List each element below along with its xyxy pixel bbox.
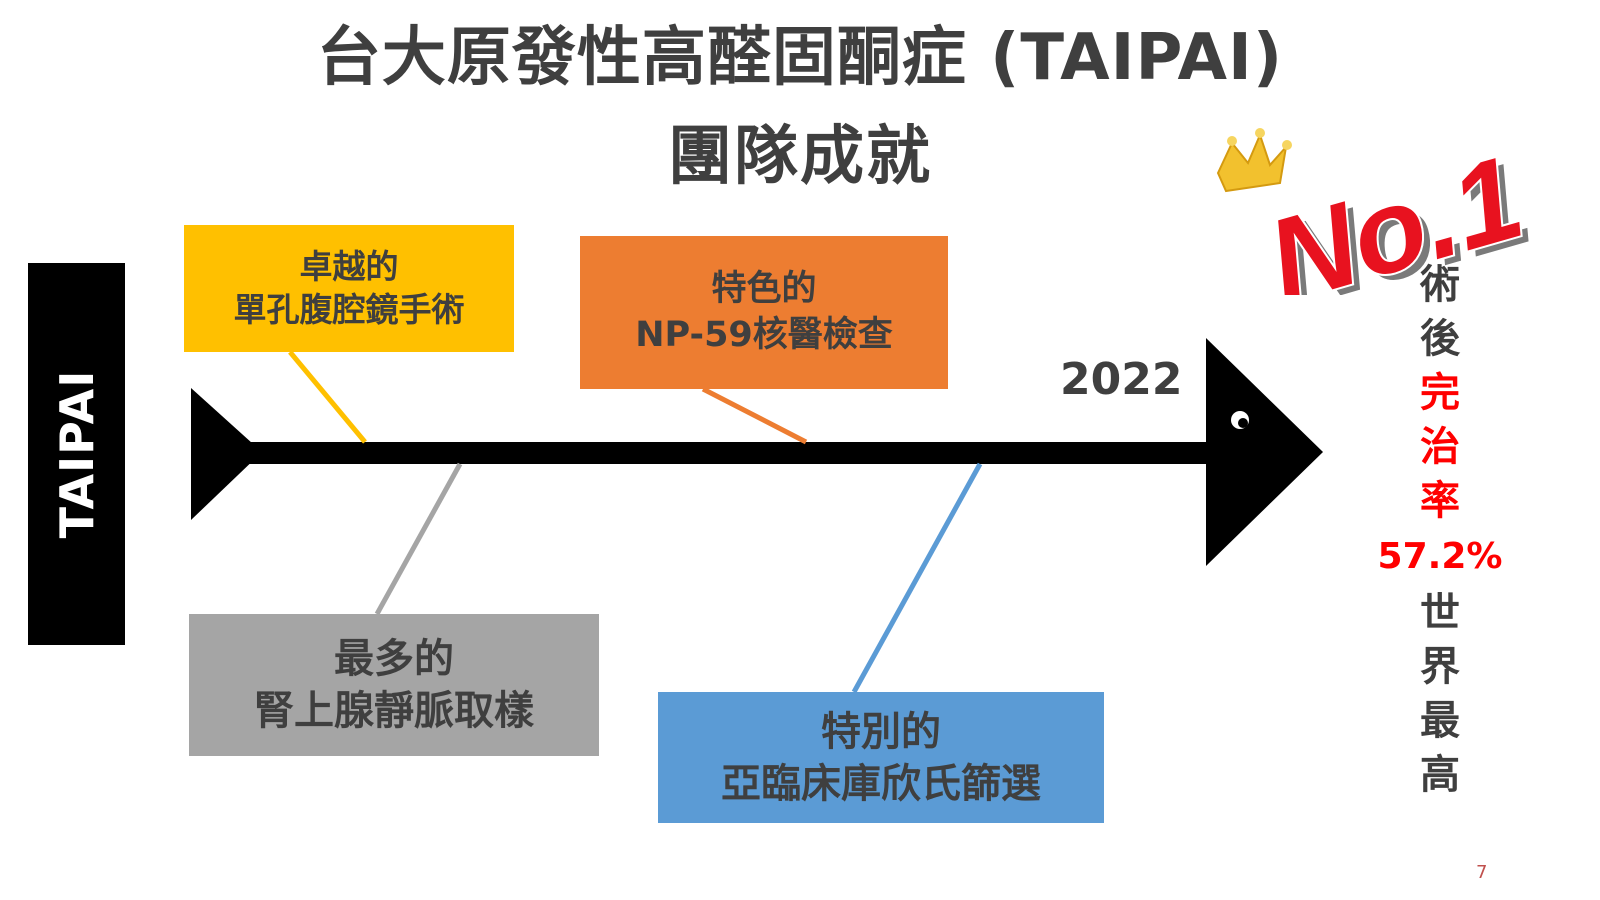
box-surgery: 卓越的 單孔腹腔鏡手術 [184,225,514,352]
box-np59-line1: 特色的 [711,269,817,309]
bone-screening [851,462,983,694]
box-screening-line1: 特別的 [821,708,941,755]
stat-char: 最 [1420,698,1460,744]
vertical-stat: 術 後 完 治 率 57.2% 世 界 最 高 [1378,258,1503,802]
no1-badge: No.1 No.1 [1216,128,1540,295]
timeline-year: 2022 [1060,354,1183,405]
fish-tail [191,388,262,520]
box-avs-line1: 最多的 [334,636,454,682]
box-screening-line2: 亞臨床庫欣氏篩選 [721,760,1041,807]
crown-icon [1216,128,1292,193]
fish-pupil [1238,418,1248,428]
stat-char: 世 [1420,590,1460,636]
bone-surgery [288,350,367,444]
box-np59: 特色的 NP-59核醫檢查 [580,236,948,389]
bone-np59 [701,386,808,445]
fish-spine [248,442,1210,464]
stat-char-highlight: 完 [1420,370,1460,416]
stat-char: 術 [1420,262,1460,308]
fish-head [1206,338,1323,566]
page-subtitle: 團隊成就 [668,120,932,194]
stat-char-highlight: 治 [1420,424,1460,470]
box-surgery-line1: 卓越的 [299,246,399,286]
box-surgery-line2: 單孔腹腔鏡手術 [233,289,465,329]
box-avs-line2: 腎上腺靜脈取樣 [254,688,534,734]
stat-char: 後 [1420,316,1460,362]
box-np59-line2: NP-59核醫檢查 [635,314,893,355]
stat-char: 高 [1420,752,1460,798]
stat-value: 57.2% [1377,536,1503,577]
box-screening: 特別的 亞臨床庫欣氏篩選 [658,692,1104,823]
page-title: 台大原發性高醛固酮症 (TAIPAI) [316,21,1284,95]
box-avs: 最多的 腎上腺靜脈取樣 [189,614,599,756]
side-label-tab: TAIPAI [28,263,125,645]
bone-avs [374,462,463,616]
page-number: 7 [1476,862,1488,883]
stat-char-highlight: 率 [1420,478,1460,524]
stat-char: 界 [1420,644,1460,690]
